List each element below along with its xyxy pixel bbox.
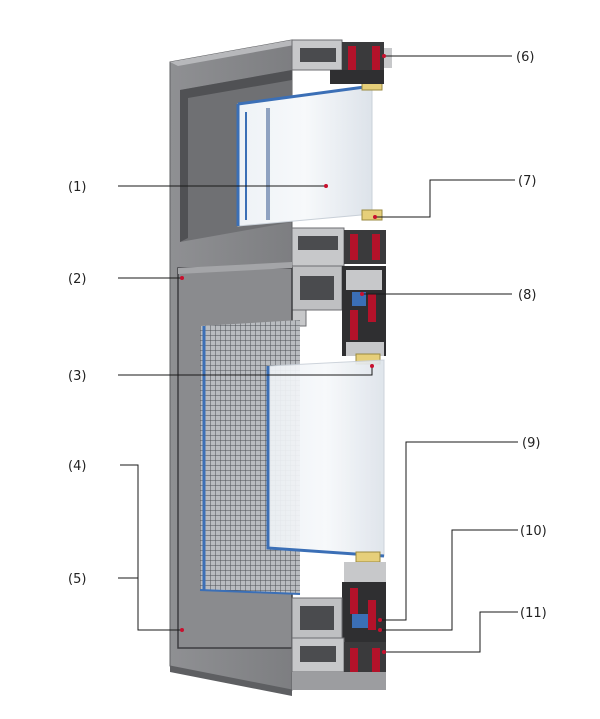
callout-6: (6) xyxy=(516,50,534,65)
leader-11 xyxy=(384,611,518,653)
marker-8 xyxy=(360,292,364,296)
callout-8: (8) xyxy=(518,288,536,303)
frame-top-edge xyxy=(170,40,300,66)
callout-10: (10) xyxy=(520,524,547,539)
upper-spacer xyxy=(236,84,373,226)
marker-11 xyxy=(382,650,386,654)
bottom-gasket-blue xyxy=(352,614,368,628)
leader-lines xyxy=(118,54,518,654)
lower-glass-pane xyxy=(266,359,385,563)
leader-10 xyxy=(380,529,518,631)
thermal-break-top-left xyxy=(348,46,356,76)
lower-glass xyxy=(267,359,385,557)
marker-1 xyxy=(324,184,328,188)
marker-7 xyxy=(373,215,377,219)
marker-6 xyxy=(382,54,386,58)
lower-spacer xyxy=(266,366,385,558)
profile-section-middle xyxy=(291,227,386,365)
leader-9 xyxy=(380,441,518,621)
thermal-break-top-right xyxy=(372,46,380,76)
sash-top-edge xyxy=(178,262,292,274)
upper-bottom-seal xyxy=(361,209,383,221)
screen-frame-bottom xyxy=(199,589,301,595)
callout-11: (11) xyxy=(520,606,547,621)
lower-bottom-seal xyxy=(355,551,381,563)
marker-10 xyxy=(378,628,382,632)
callout-7: (7) xyxy=(518,174,536,189)
callout-2: (2) xyxy=(68,272,86,287)
thermal-break-bottom-right xyxy=(372,648,380,678)
marker-4-5 xyxy=(180,628,184,632)
callout-labels: (1) (2) (3) (4) (5) (6) (7) (8) (9) (10)… xyxy=(68,50,547,621)
profile-section-bottom xyxy=(291,562,386,690)
thermal-break-bottom-left xyxy=(350,648,358,678)
callout-3: (3) xyxy=(68,369,86,384)
leader-3 xyxy=(118,365,373,376)
callout-4: (4) xyxy=(68,459,86,474)
leader-4 xyxy=(120,464,182,631)
marker-9 xyxy=(378,618,382,622)
leader-7 xyxy=(375,179,515,218)
upper-glass xyxy=(237,85,373,227)
callout-5: (5) xyxy=(68,572,86,587)
upper-fixed-pane xyxy=(180,70,383,242)
upper-sash-edge xyxy=(266,108,270,220)
profile-section-top xyxy=(291,39,392,84)
marker-2 xyxy=(180,276,184,280)
callout-9: (9) xyxy=(522,436,540,451)
callout-1: (1) xyxy=(68,180,86,195)
frame-bottom-edge xyxy=(170,666,292,696)
marker-3 xyxy=(370,364,374,368)
